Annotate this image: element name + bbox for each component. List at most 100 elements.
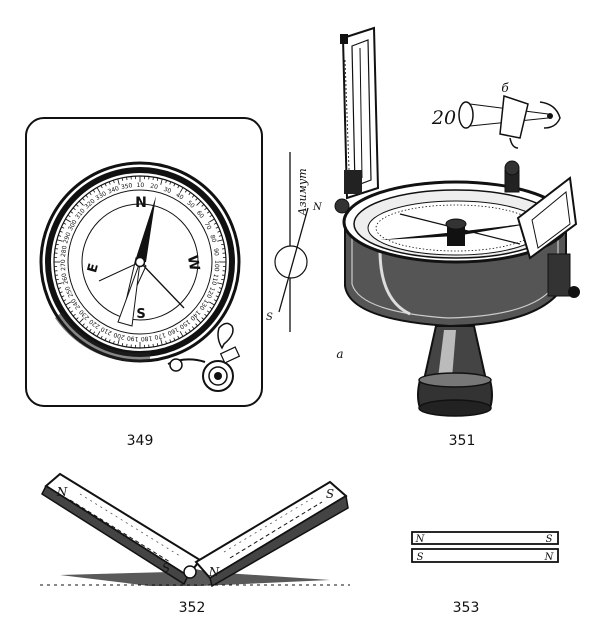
bezel-tick <box>218 235 222 237</box>
bezel-tick <box>196 318 202 324</box>
bezel-tick <box>201 317 205 320</box>
bezel-tick <box>209 218 215 223</box>
bezel-tick <box>67 214 71 218</box>
bezel-tick <box>70 211 74 214</box>
bezel-tick <box>72 207 76 211</box>
bezel-tick <box>217 230 221 233</box>
scale-number: 340 <box>107 185 120 196</box>
bezel-tick <box>63 299 67 302</box>
bezel-tick <box>65 218 71 223</box>
compass-pivot <box>134 256 146 268</box>
left-magnet: N S <box>41 472 202 586</box>
bezel-tick <box>204 313 208 317</box>
scale-number: 60 <box>195 209 205 219</box>
scale-number: 120 <box>205 286 216 299</box>
fig351-number: 351 <box>449 433 476 449</box>
right-magnet-top-label: S <box>326 487 334 501</box>
bezel-tick <box>215 295 219 298</box>
bezel-tick <box>55 243 59 246</box>
bezel-tick <box>117 339 120 346</box>
bezel-tick <box>213 222 217 225</box>
bezel-tick <box>169 181 172 185</box>
scale-number: 190 <box>127 334 139 342</box>
bar-magnet-top-right-label: S <box>546 534 553 545</box>
bezel-tick <box>165 340 167 344</box>
bezel-tick <box>59 230 63 233</box>
scale-number: 330 <box>94 190 108 202</box>
compass-pointer-line <box>139 261 185 309</box>
bezel-tick <box>96 331 101 337</box>
bezel-tick <box>179 331 184 337</box>
bezel-tick <box>75 204 79 207</box>
bezel-tick <box>82 197 85 201</box>
bezel-tick <box>67 306 71 310</box>
scale-number: 350 <box>120 182 133 191</box>
bezel-tick <box>213 299 217 302</box>
bezel-tick <box>177 335 180 339</box>
bezel-tick <box>196 200 202 206</box>
bezel-tick <box>58 235 62 237</box>
magnets-contact-point <box>183 565 197 579</box>
bezel-tick <box>63 222 67 225</box>
bezel-tick <box>173 183 176 187</box>
sight-number: 20 <box>431 107 456 129</box>
sighting-inset: 20 б <box>431 81 561 149</box>
bar-magnet-top: N S <box>411 531 559 545</box>
compass-scale-ring <box>67 189 213 335</box>
scale-number: 20 <box>150 183 159 191</box>
bezel-tick <box>217 239 224 242</box>
bezel-tick <box>121 177 124 181</box>
azimuth-south-label: S <box>266 312 273 323</box>
bezel-tick <box>56 239 63 242</box>
bezel-tick <box>179 187 184 193</box>
bezel-tick <box>70 310 74 313</box>
bezel-tick <box>221 243 225 246</box>
bezel-tick <box>177 185 180 189</box>
bezel-tick <box>201 204 205 207</box>
scale-number: 30 <box>162 186 172 195</box>
scale-number: 300 <box>67 219 79 233</box>
bezel-tick <box>206 211 210 214</box>
bezel-tick <box>218 287 222 289</box>
bezel-tick <box>55 278 59 281</box>
scale-number: 260 <box>61 272 70 285</box>
part-b-label: б <box>501 81 509 95</box>
bezel-tick <box>100 335 103 339</box>
magnets-ground-shadow <box>60 568 330 586</box>
bezel-tick <box>78 318 84 324</box>
bezel-tick <box>113 180 115 184</box>
compass-pointer-line-2 <box>98 261 141 282</box>
compass-handle <box>417 325 493 417</box>
bezel-tick <box>92 331 96 335</box>
bezel-tick <box>72 313 76 317</box>
bezel-tick <box>215 226 219 229</box>
compass-body <box>334 160 580 328</box>
left-magnet-bottom-label: S <box>162 561 170 575</box>
scale-number: 250 <box>64 285 75 298</box>
bezel-tick <box>209 306 213 310</box>
bezel-tick <box>108 339 111 343</box>
azimuth-diagram: Азимут N S <box>266 152 323 332</box>
bezel-tick <box>184 331 188 335</box>
bezel-tick <box>195 197 198 201</box>
right-magnet-bottom-label: N <box>208 565 220 579</box>
bezel-tick <box>58 287 62 289</box>
scale-number: 50 <box>185 199 195 209</box>
right-magnet: N S <box>194 480 349 588</box>
bezel-tick <box>82 323 85 327</box>
bezel-tick <box>85 194 89 198</box>
bezel-tick <box>160 178 163 185</box>
bezel-tick <box>191 326 195 330</box>
bezel-tick <box>117 178 120 185</box>
bar-magnet-bottom-left-label: S <box>417 552 424 563</box>
bar-magnet-bottom: S N <box>411 548 559 563</box>
bezel-tick <box>209 214 213 218</box>
compass-brake-screw <box>167 322 241 392</box>
bar-magnet-bottom-right-label: N <box>544 552 555 563</box>
bezel-tick <box>65 301 71 306</box>
scale-number: 90 <box>212 248 220 257</box>
bezel-tick <box>104 337 107 341</box>
compass-bezel-shadow <box>55 312 150 362</box>
bezel-tick <box>188 192 191 196</box>
